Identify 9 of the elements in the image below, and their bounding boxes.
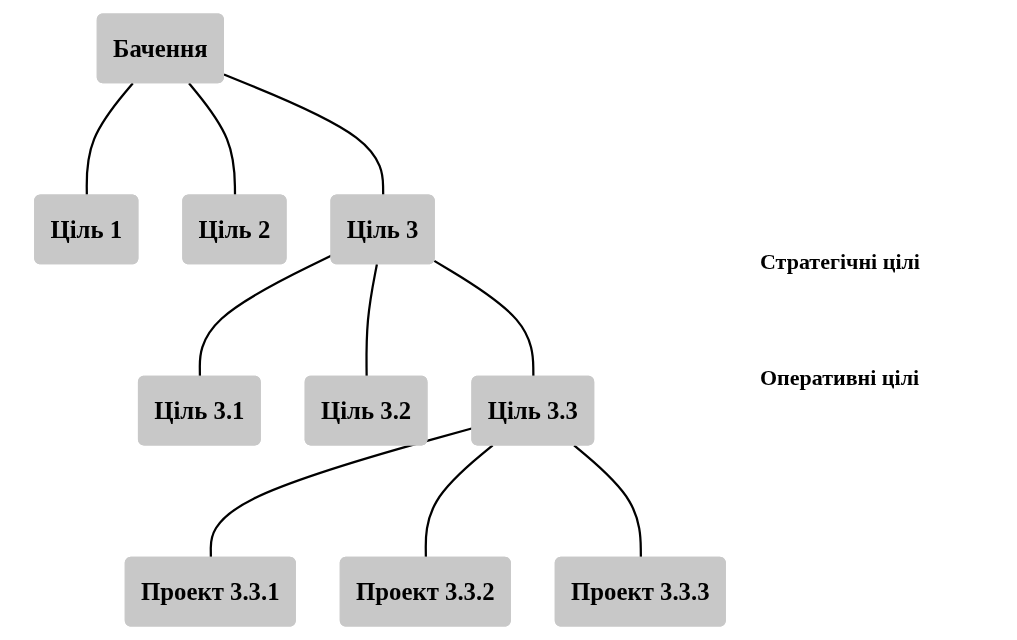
level-label: Оперативні цілі xyxy=(760,365,921,391)
connector xyxy=(573,444,642,558)
connector xyxy=(424,444,494,558)
connector xyxy=(85,82,134,196)
level-label: Стратегічні цілі xyxy=(760,249,921,275)
connector xyxy=(223,73,385,196)
connector xyxy=(433,259,535,377)
connector xyxy=(188,82,237,196)
connector xyxy=(365,264,378,377)
